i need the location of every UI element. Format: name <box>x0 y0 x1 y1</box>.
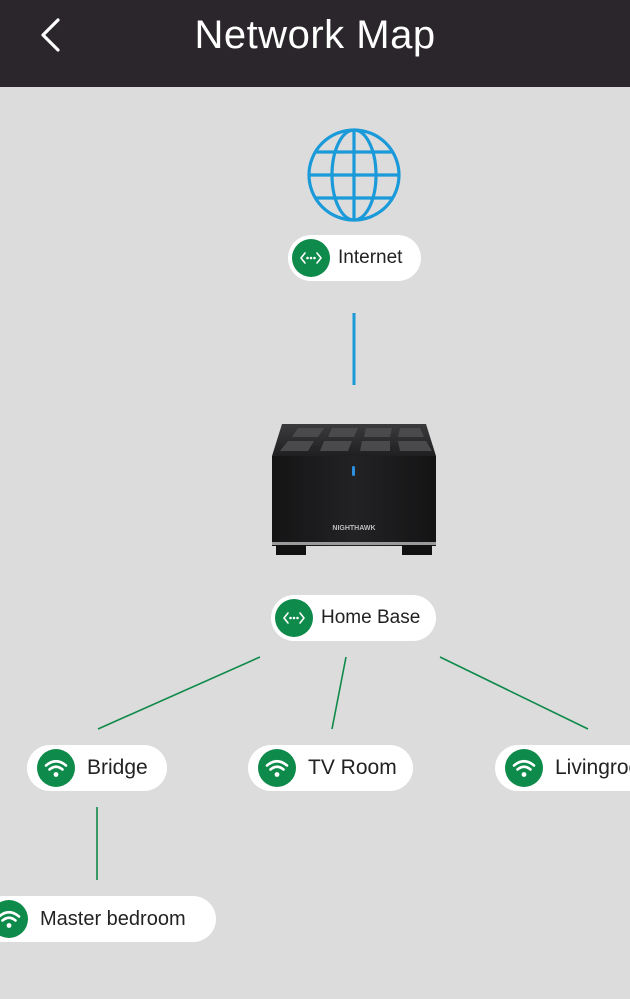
internet-node[interactable]: Internet <box>288 235 421 281</box>
satellite-node-tv-room[interactable]: TV Room <box>248 745 413 791</box>
wifi-icon <box>0 900 28 938</box>
chevron-left-icon <box>41 18 60 52</box>
home-base-label: Home Base <box>321 607 421 628</box>
satellite-label: Bridge <box>87 756 148 779</box>
satellite-node-bridge[interactable]: Bridge <box>27 745 167 791</box>
router-brand: NIGHTHAWK <box>332 525 375 532</box>
satellite-label: TV Room <box>308 756 397 779</box>
bridge-link-line <box>97 656 261 730</box>
ethernet-icon <box>275 599 313 637</box>
network-map: Internet NIGHTHAWK <box>0 87 630 999</box>
header-bar: Network Map <box>0 0 630 87</box>
back-button[interactable] <box>28 12 78 62</box>
tvroom-link-line <box>331 656 347 730</box>
satellite-node-livingroom[interactable]: Livingroom <box>495 745 630 791</box>
livingroom-link-line <box>439 656 589 730</box>
ethernet-icon <box>292 239 330 277</box>
internet-label: Internet <box>338 247 403 268</box>
satellite-label: Master bedroom <box>40 907 186 930</box>
page-title: Network Map <box>194 13 436 57</box>
connection-lines <box>96 313 589 880</box>
satellite-label: Livingroom <box>555 756 630 779</box>
wifi-icon <box>37 749 75 787</box>
wifi-icon <box>258 749 296 787</box>
wifi-icon <box>505 749 543 787</box>
router-image[interactable]: NIGHTHAWK <box>268 420 440 560</box>
satellite-node-master-bedroom[interactable]: Master bedroom <box>0 896 216 942</box>
globe-icon[interactable] <box>306 127 402 223</box>
home-base-node[interactable]: Home Base <box>271 595 436 641</box>
